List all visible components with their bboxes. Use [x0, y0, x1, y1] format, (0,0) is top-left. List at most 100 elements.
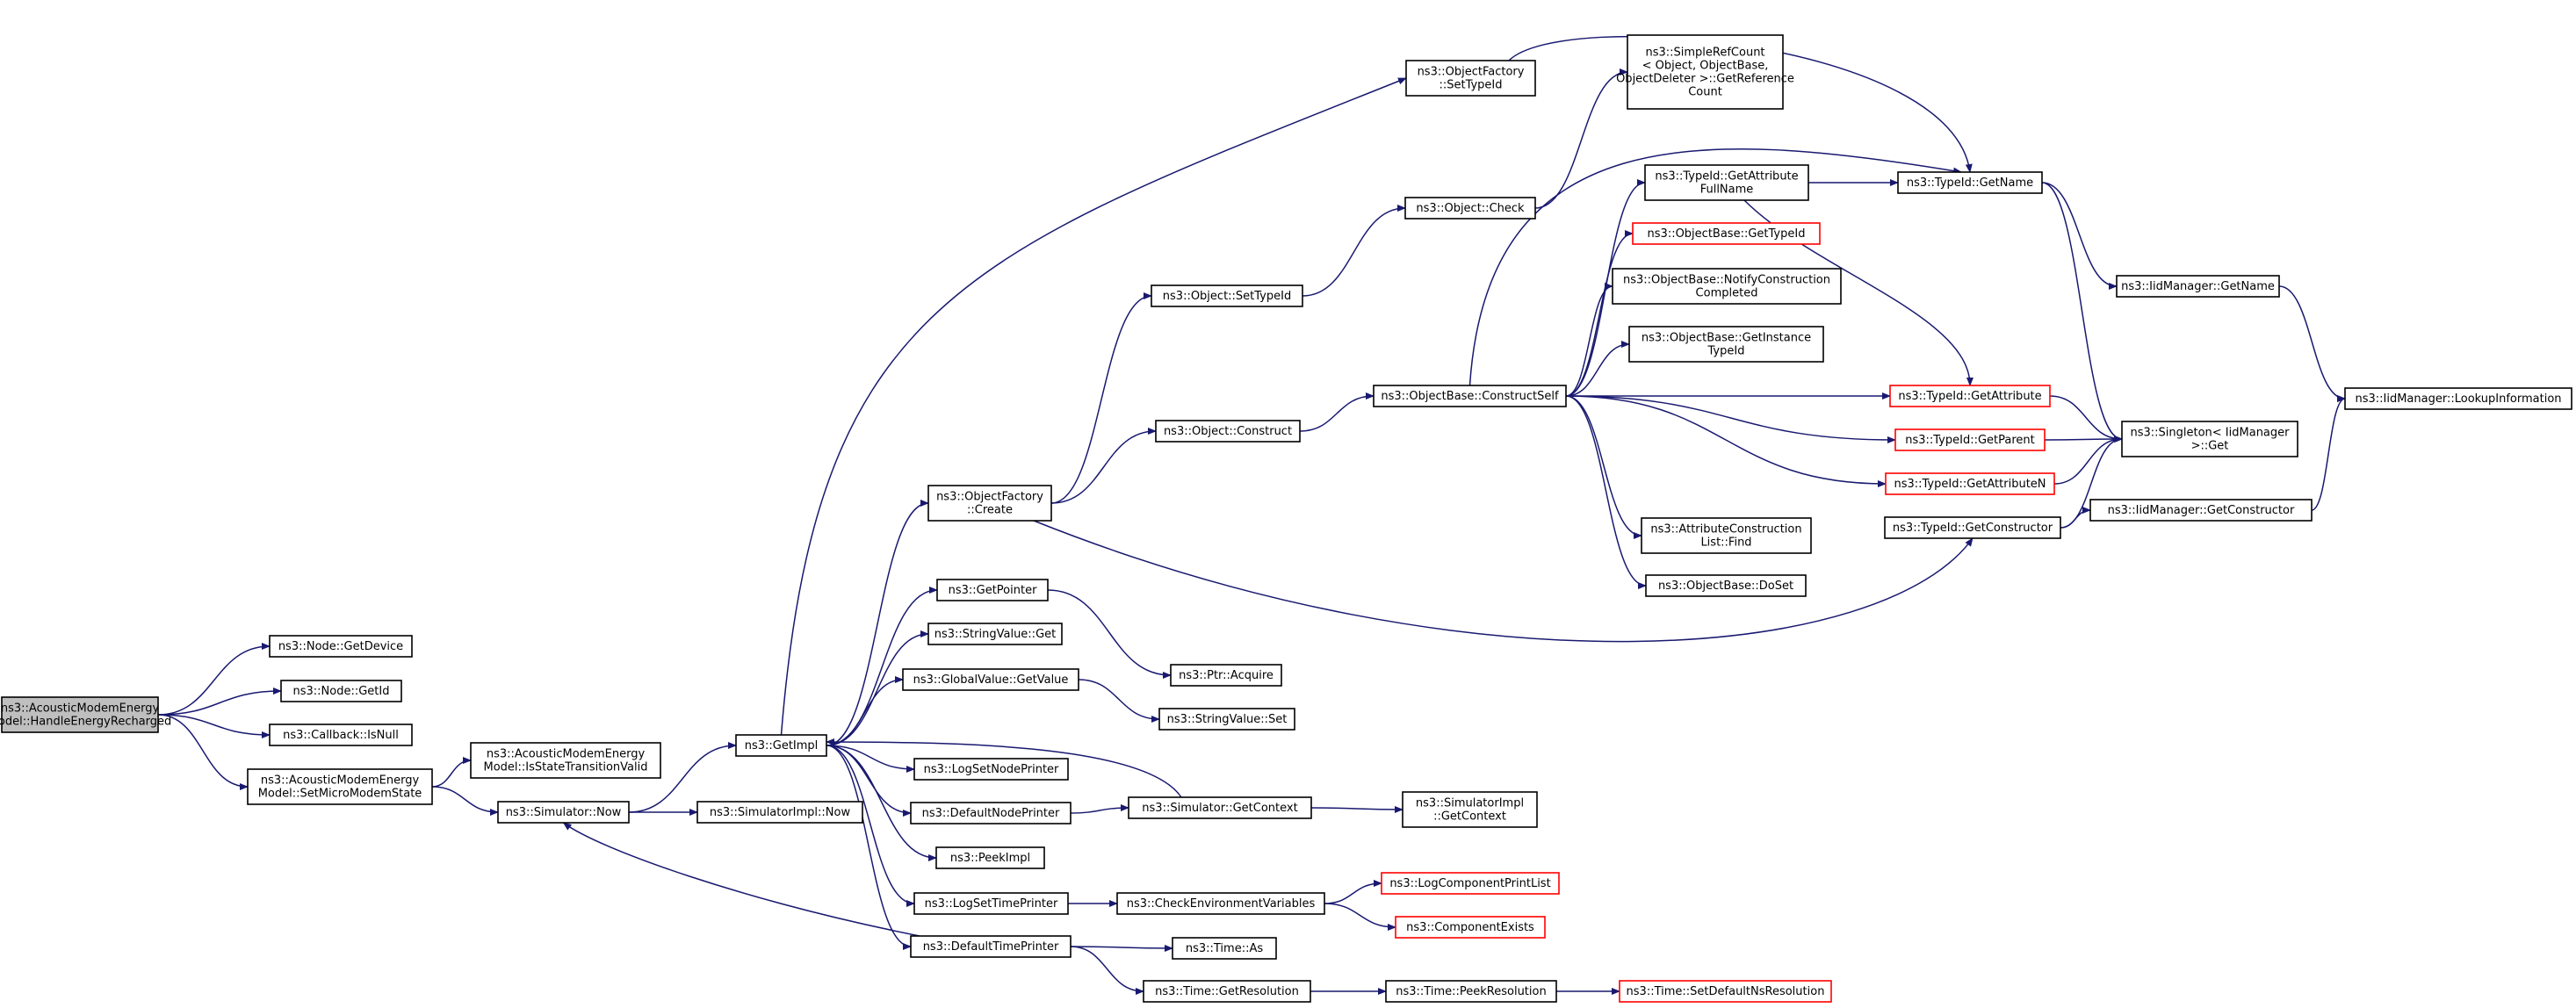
graph-node-svset[interactable]: ns3::StringValue::Set — [1158, 708, 1295, 731]
edge-path — [826, 745, 912, 950]
edge-root-to-isnull — [157, 714, 271, 738]
edge-deftime-to-timegetres — [1070, 946, 1144, 995]
edge-path — [826, 738, 1182, 798]
edge-checkenv-to-logcomplist — [1324, 880, 1382, 904]
node-box — [696, 801, 863, 824]
graph-node-tidgetconstr[interactable]: ns3::TypeId::GetConstructor — [1884, 516, 2061, 539]
graph-node-gvgetvalue[interactable]: ns3::GlobalValue::GetValue — [902, 668, 1079, 691]
node-label: ns3::PeekImpl — [950, 852, 1030, 865]
graph-node-logsettime[interactable]: ns3::LogSetTimePrinter — [913, 892, 1069, 915]
edge-root-to-getid — [157, 688, 282, 716]
graph-node-simplerefcount[interactable]: ns3::SimpleRefCount< Object, ObjectBase,… — [1616, 34, 1794, 110]
graph-node-timesetdef[interactable]: ns3::Time::SetDefaultNsResolution — [1619, 980, 1832, 1003]
graph-node-iidgetname[interactable]: ns3::IidManager::GetName — [2116, 275, 2280, 298]
graph-node-getimpl[interactable]: ns3::GetImpl — [735, 734, 827, 757]
edge-path — [431, 786, 499, 816]
graph-node-simnow[interactable]: ns3::Simulator::Now — [497, 801, 630, 824]
graph-node-defnode[interactable]: ns3::DefaultNodePrinter — [910, 802, 1072, 824]
graph-node-tidgetattrn[interactable]: ns3::TypeId::GetAttributeN — [1885, 472, 2055, 495]
graph-node-ofcreate[interactable]: ns3::ObjectFactory::Create — [927, 485, 1052, 522]
node-box — [1612, 268, 1842, 305]
graph-node-logcomplist[interactable]: ns3::LogComponentPrintList — [1381, 872, 1560, 895]
graph-node-isnull[interactable]: ns3::Callback::IsNull — [269, 724, 413, 746]
edge-path — [1050, 292, 1152, 504]
edge-tidgetattrn-to-singletonget — [2053, 436, 2123, 485]
graph-node-singletonget[interactable]: ns3::Singleton< IidManager>::Get — [2121, 421, 2298, 457]
node-box — [1628, 326, 1824, 363]
edge-constructself-to-obgettypeid — [1565, 230, 1634, 397]
graph-node-setmicro[interactable]: ns3::AcousticModemEnergyModel::SetMicroM… — [247, 768, 433, 805]
graph-node-timepeekres[interactable]: ns3::Time::PeekResolution — [1385, 980, 1557, 1003]
graph-node-simimplnow[interactable]: ns3::SimulatorImpl::Now — [696, 801, 863, 824]
edge-path — [1565, 395, 1642, 539]
graph-node-getdevice[interactable]: ns3::Node::GetDevice — [269, 635, 413, 658]
graph-node-obgettypeid[interactable]: ns3::ObjectBase::GetTypeId — [1632, 222, 1821, 245]
node-box — [247, 768, 433, 805]
node-label: ns3::LogComponentPrintList — [1389, 877, 1550, 890]
edge-tidgetattr-to-singletonget — [2049, 395, 2123, 443]
edge-path — [780, 77, 1407, 736]
node-label: ns3::ObjectBase::NotifyConstruction — [1623, 274, 1830, 287]
edge-path — [1468, 148, 1962, 386]
node-box — [1395, 916, 1546, 939]
node-box — [1170, 664, 1282, 687]
graph-node-tidgetattr[interactable]: ns3::TypeId::GetAttribute — [1889, 385, 2051, 407]
graph-node-iidgetconstr[interactable]: ns3::IidManager::GetConstructor — [2089, 499, 2313, 522]
node-box — [2116, 275, 2280, 298]
node-label: ns3::Singleton< IidManager — [2130, 427, 2290, 440]
graph-node-objcheck[interactable]: ns3::Object::Check — [1404, 197, 1536, 220]
graph-node-deftime[interactable]: ns3::DefaultTimePrinter — [910, 935, 1072, 958]
graph-node-getpointer[interactable]: ns3::GetPointer — [936, 579, 1049, 601]
edge-path — [826, 745, 915, 907]
graph-node-tidgetname[interactable]: ns3::TypeId::GetName — [1897, 171, 2043, 194]
edge-gvgetvalue-to-svset — [1078, 679, 1160, 723]
graph-node-peekimpl[interactable]: ns3::PeekImpl — [935, 846, 1045, 869]
graph-node-getid[interactable]: ns3::Node::GetId — [280, 680, 402, 702]
node-label: ns3::IidManager::LookupInformation — [2355, 392, 2561, 406]
graph-node-tidgetparent[interactable]: ns3::TypeId::GetParent — [1894, 428, 2046, 451]
node-label: ns3::StringValue::Get — [934, 628, 1056, 641]
edge-tidgetname-to-singletonget — [2041, 182, 2123, 443]
edge-getpointer-to-ptracquire — [1047, 589, 1172, 679]
edge-path — [2041, 182, 2123, 443]
graph-node-simgetcontext[interactable]: ns3::Simulator::GetContext — [1128, 796, 1312, 819]
node-label: ns3::TypeId::GetAttribute — [1898, 390, 2041, 403]
graph-node-iidlookup[interactable]: ns3::IidManager::LookupInformation — [2344, 387, 2572, 410]
node-label: ns3::ObjectBase::GetInstance — [1642, 332, 1811, 345]
node-label: TypeId — [1707, 345, 1745, 358]
graph-node-objconstruct[interactable]: ns3::Object::Construct — [1155, 420, 1301, 443]
graph-node-objsettypeid[interactable]: ns3::Object::SetTypeId — [1151, 284, 1303, 307]
graph-node-timegetres[interactable]: ns3::Time::GetResolution — [1143, 980, 1311, 1003]
node-box — [1116, 892, 1325, 915]
node-label: ns3::ObjectFactory — [1418, 66, 1525, 79]
graph-node-isvalid[interactable]: ns3::AcousticModemEnergyModel::IsStateTr… — [470, 742, 661, 779]
graph-node-notifyconstr[interactable]: ns3::ObjectBase::NotifyConstructionCompl… — [1612, 268, 1842, 305]
graph-node-ofsettypeid[interactable]: ns3::ObjectFactory::SetTypeId — [1405, 60, 1536, 97]
node-label: ns3::Ptr::Acquire — [1179, 669, 1274, 682]
node-box — [902, 668, 1079, 691]
graph-node-checkenv[interactable]: ns3::CheckEnvironmentVariables — [1116, 892, 1325, 915]
node-box — [1158, 708, 1295, 731]
graph-node-logsetnode[interactable]: ns3::LogSetNodePrinter — [913, 758, 1069, 781]
graph-node-svget[interactable]: ns3::StringValue::Get — [927, 623, 1063, 645]
node-box — [936, 579, 1049, 601]
node-box — [2089, 499, 2313, 522]
edge-setmicro-to-simnow — [431, 786, 499, 816]
graph-node-doset[interactable]: ns3::ObjectBase::DoSet — [1645, 574, 1807, 597]
node-box — [1885, 472, 2055, 495]
node-box — [1155, 420, 1301, 443]
graph-node-timeas[interactable]: ns3::Time::As — [1172, 937, 1277, 960]
edge-path — [1565, 395, 1647, 589]
node-label: ns3::Time::As — [1186, 942, 1264, 955]
graph-node-compexists[interactable]: ns3::ComponentExists — [1395, 916, 1546, 939]
graph-node-constructself[interactable]: ns3::ObjectBase::ConstructSelf — [1373, 385, 1567, 407]
edge-ofcreate-to-objsettypeid — [1050, 292, 1152, 504]
node-label: ns3::ObjectBase::ConstructSelf — [1381, 390, 1559, 403]
graph-node-simimplgetcontext[interactable]: ns3::SimulatorImpl::GetContext — [1402, 791, 1538, 828]
graph-node-root[interactable]: ns3::AcousticModemEnergyModel::HandleEne… — [0, 696, 171, 733]
graph-node-ptracquire[interactable]: ns3::Ptr::Acquire — [1170, 664, 1282, 687]
